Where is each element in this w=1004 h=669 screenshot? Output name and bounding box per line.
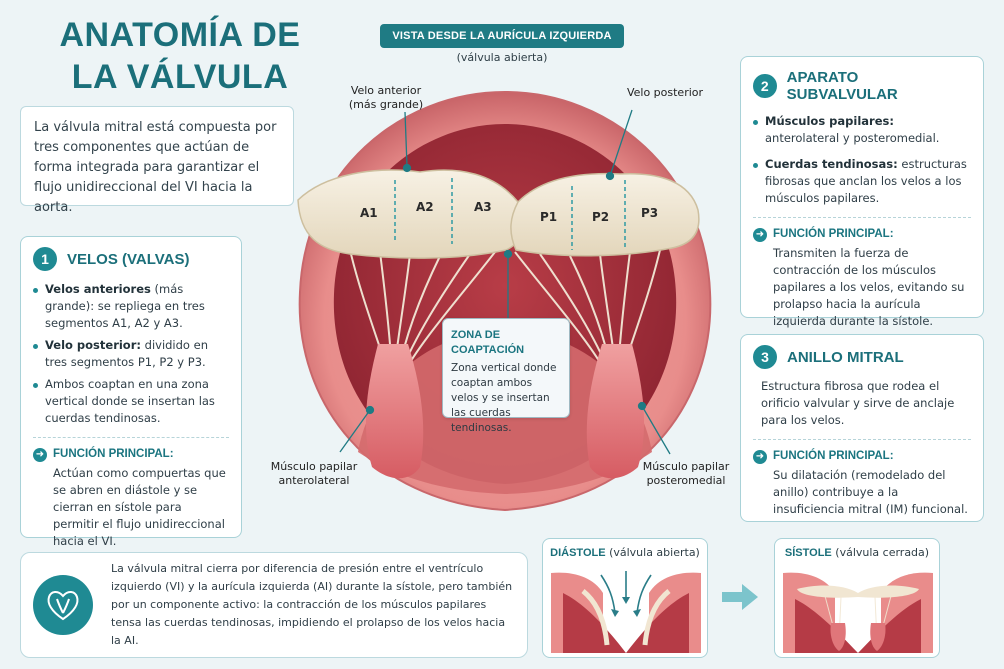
coaptation-text: Zona vertical donde coaptan ambos velos … bbox=[451, 362, 557, 434]
anterior-leaflet bbox=[297, 169, 525, 259]
heart-wall bbox=[298, 90, 712, 512]
coaptation-callout: ZONA DE COAPTACIÓN Zona vertical donde c… bbox=[442, 318, 570, 434]
arrow-right-icon: ➜ bbox=[33, 447, 47, 462]
segment-p2: P2 bbox=[592, 210, 610, 224]
segment-p1: P1 bbox=[540, 210, 558, 224]
arrow-right-icon: ➜ bbox=[753, 449, 767, 464]
systole-panel: SÍSTOLE (válvula cerrada) bbox=[774, 538, 940, 658]
segment-dividers bbox=[394, 178, 626, 250]
view-sublabel: (válvula abierta) bbox=[456, 51, 548, 64]
posterior-leaflet bbox=[510, 172, 700, 257]
coaptation-title: ZONA DE COAPTACIÓN bbox=[451, 329, 525, 356]
card-number-badge: 3 bbox=[753, 345, 777, 369]
summary-text: La válvula mitral cierra por diferencia … bbox=[111, 562, 513, 647]
card-title: APARATO SUBVALVULAR bbox=[786, 69, 898, 103]
segment-p3: P3 bbox=[641, 206, 659, 220]
bullet-item: Velos anteriores (más grande): se replie… bbox=[33, 281, 229, 332]
posterior-leaflet-label: Velo posterior bbox=[626, 86, 704, 99]
card-aparato-subvalvular: 2 APARATO SUBVALVULAR Músculos papilares… bbox=[740, 56, 984, 328]
diastole-illustration bbox=[551, 571, 701, 653]
card-title: VELOS (VALVAS) bbox=[67, 250, 190, 268]
heart-icon bbox=[33, 575, 93, 635]
function-title: FUNCIÓN PRINCIPAL: bbox=[773, 450, 894, 462]
bullet-item: Cuerdas tendinosas: estructuras fibrosas… bbox=[753, 156, 971, 207]
callout-lines bbox=[339, 109, 671, 455]
segment-a3: A3 bbox=[474, 200, 492, 214]
systole-illustration bbox=[783, 572, 933, 653]
bullet-item: Velo posterior: dividido en tres segment… bbox=[33, 337, 229, 371]
summary-box: La válvula mitral cierra por diferencia … bbox=[20, 552, 528, 658]
card-number-badge: 2 bbox=[753, 74, 777, 98]
function-title: FUNCIÓN PRINCIPAL: bbox=[53, 448, 174, 460]
function-text: Su dilatación (remodelado del anillo) co… bbox=[773, 468, 968, 516]
function-text: Transmiten la fuerza de contracción de l… bbox=[773, 246, 965, 328]
transition-arrow-icon bbox=[722, 584, 758, 610]
diastole-title: DIÁSTOLE (válvula abierta) bbox=[550, 546, 700, 559]
anterior-leaflet-label: Velo anterior(más grande) bbox=[348, 84, 424, 111]
card-anillo-mitral: 3 ANILLO MITRAL Estructura fibrosa que r… bbox=[740, 334, 984, 522]
intro-box: La válvula mitral está compuesta por tre… bbox=[20, 106, 294, 215]
segment-a1: A1 bbox=[360, 206, 378, 220]
systole-title: SÍSTOLE (válvula cerrada) bbox=[784, 546, 930, 559]
arrow-right-icon: ➜ bbox=[753, 227, 767, 242]
mitral-valve-illustration bbox=[297, 90, 712, 512]
card-number-badge: 1 bbox=[33, 247, 57, 271]
title-line-1: ANATOMÍA DE bbox=[59, 16, 301, 54]
bullet-item: Ambos coaptan en una zona vertical donde… bbox=[33, 376, 229, 427]
divider bbox=[33, 437, 229, 438]
function-title: FUNCIÓN PRINCIPAL: bbox=[773, 228, 894, 240]
bullet-item: Músculos papilares: anterolateral y post… bbox=[753, 113, 971, 147]
divider bbox=[753, 217, 971, 218]
divider bbox=[753, 439, 971, 440]
papillary-muscles bbox=[365, 344, 645, 479]
view-label: VISTA DESDE LA AURÍCULA IZQUIERDA bbox=[380, 24, 624, 48]
diastole-panel: DIÁSTOLE (válvula abierta) bbox=[542, 538, 708, 658]
card-title: ANILLO MITRAL bbox=[787, 348, 904, 366]
function-text: Actúan como compuertas que se abren en d… bbox=[53, 466, 226, 548]
segment-a2: A2 bbox=[416, 200, 434, 214]
card-velos: 1 VELOS (VALVAS) Velos anteriores (más g… bbox=[20, 236, 242, 548]
card-text: Estructura fibrosa que rodea el orificio… bbox=[761, 379, 955, 427]
